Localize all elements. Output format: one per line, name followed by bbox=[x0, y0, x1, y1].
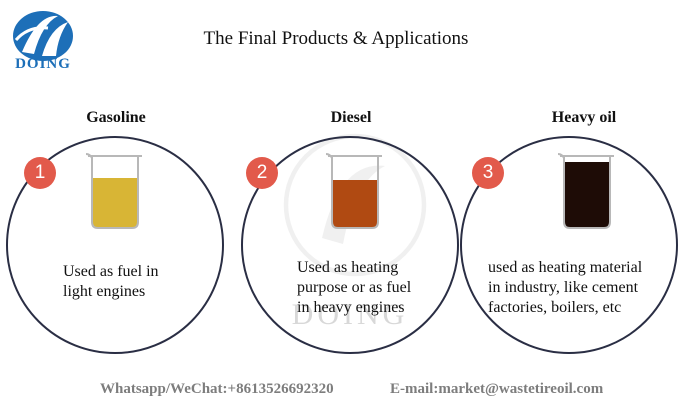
number-badge-1: 1 bbox=[24, 157, 56, 189]
description-line: in industry, like cement bbox=[488, 279, 639, 296]
product-name-heavy-oil: Heavy oil bbox=[551, 109, 617, 126]
gasoline-beaker-icon bbox=[85, 153, 142, 229]
number-badge-3: 3 bbox=[472, 157, 504, 189]
description-line: light engines bbox=[63, 283, 146, 300]
product-circle-heavy-oil bbox=[460, 136, 678, 354]
heavy-oil-beaker-icon bbox=[557, 153, 614, 229]
product-circle-diesel bbox=[241, 136, 459, 354]
diesel-liquid bbox=[332, 180, 378, 228]
description-line: factories, boilers, etc bbox=[488, 299, 622, 316]
contact-phone: Whatsapp/WeChat:+8613526692320 bbox=[100, 381, 334, 397]
description-line: Used as heating bbox=[297, 259, 399, 276]
gasoline-liquid bbox=[92, 178, 138, 228]
doing-logo-icon bbox=[13, 11, 73, 61]
page-title: The Final Products & Applications bbox=[203, 28, 469, 49]
description-line: purpose or as fuel bbox=[297, 279, 412, 296]
description-gasoline: Used as fuel in light engines bbox=[63, 262, 159, 302]
description-line: in heavy engines bbox=[297, 299, 405, 316]
number-badge-2: 2 bbox=[246, 157, 278, 189]
description-heavy-oil: used as heating material in industry, li… bbox=[488, 258, 642, 318]
logo-text: DOING bbox=[15, 56, 71, 72]
description-diesel: Used as heating purpose or as fuel in he… bbox=[297, 258, 411, 318]
product-name-diesel: Diesel bbox=[330, 109, 372, 126]
diesel-beaker-icon bbox=[325, 153, 382, 229]
contact-email: E-mail:market@wastetireoil.com bbox=[390, 381, 604, 397]
description-line: Used as fuel in bbox=[63, 263, 159, 280]
product-name-gasoline: Gasoline bbox=[86, 109, 146, 126]
heavy-oil-liquid bbox=[564, 162, 610, 228]
product-circle-gasoline bbox=[6, 136, 224, 354]
description-line: used as heating material bbox=[488, 259, 643, 276]
